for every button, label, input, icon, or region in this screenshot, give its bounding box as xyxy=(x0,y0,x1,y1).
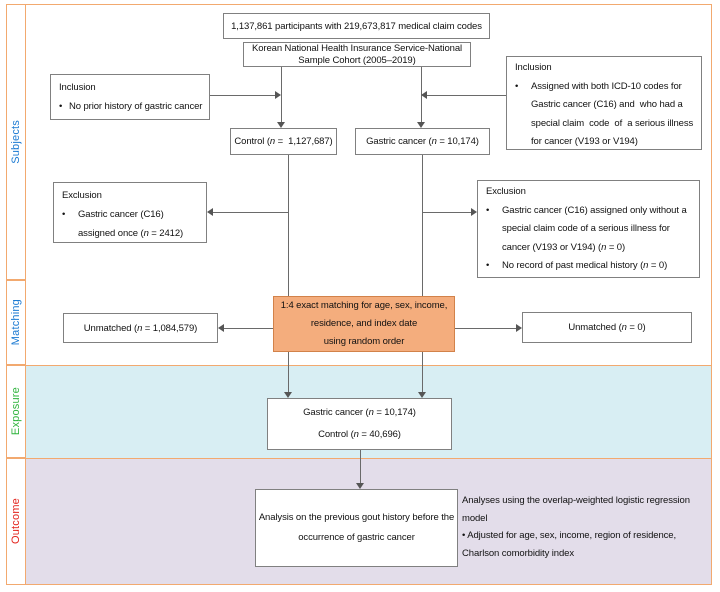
connector-cohort-to-control xyxy=(281,67,282,123)
rail-label-outcome: Outcome xyxy=(10,498,22,545)
rail-cell-subjects: Subjects xyxy=(6,4,26,280)
inclusion-control-title: Inclusion xyxy=(59,82,96,93)
unmatched-control-text: Unmatched (n = 1,084,579) xyxy=(83,322,198,334)
bullet-icon: • xyxy=(62,209,66,220)
box-participants: 1,137,861 participants with 219,673,817 … xyxy=(223,13,490,39)
rail-label-subjects: Subjects xyxy=(10,120,22,164)
box-control: Control (n = 1,127,687) xyxy=(230,128,337,155)
arrowhead-into-outcome xyxy=(356,483,364,489)
rail-cell-matching: Matching xyxy=(6,280,26,365)
arrowhead-gastric-into-matched xyxy=(418,392,426,398)
connector-unmatched-left xyxy=(223,328,273,329)
outcome-note-line-4: Charlson comorbidity index xyxy=(462,547,574,559)
box-exclusion-control: Exclusion • Gastric cancer (C16) assigne… xyxy=(53,182,207,243)
outcome-note-line-3: • Adjusted for age, sex, income, region … xyxy=(462,530,677,541)
box-inclusion-control: Inclusion • No prior history of gastric … xyxy=(50,74,210,120)
matching-line-1: 1:4 exact matching for age, sex, income, xyxy=(280,300,448,311)
exclusion-case-bullet-1: Gastric cancer (C16) assigned only witho… xyxy=(502,204,690,253)
arrowhead-unmatched-left xyxy=(218,324,224,332)
box-outcome-analysis: Analysis on the previous gout history be… xyxy=(255,489,458,567)
matched-gastric-text: Gastric cancer (n = 10,174) xyxy=(303,407,416,418)
gastric-text: Gastric cancer (n = 10,174) xyxy=(366,136,479,147)
box-exclusion-case: Exclusion • Gastric cancer (C16) assigne… xyxy=(477,180,700,278)
arrowhead-unmatched-right xyxy=(516,324,522,332)
rail-cell-exposure: Exposure xyxy=(6,365,26,458)
exclusion-control-title: Exclusion xyxy=(62,190,102,201)
note-outcome-methods: Analyses using the overlap-weighted logi… xyxy=(462,492,714,562)
exclusion-case-bullet-2: No record of past medical history (n = 0… xyxy=(502,260,668,271)
unmatched-case-text: Unmatched (n = 0) xyxy=(568,322,646,333)
connector-unmatched-right xyxy=(455,328,517,329)
bullet-icon: • xyxy=(515,80,519,92)
matched-control-text: Control (n = 40,696) xyxy=(318,429,401,440)
arrowhead-inclusion-right xyxy=(421,91,427,99)
matching-line-2: residence, and index date xyxy=(310,318,418,329)
outcome-note-line-1: Analyses using the overlap-weighted logi… xyxy=(462,495,690,506)
inclusion-control-bullet: No prior history of gastric cancer xyxy=(69,101,203,112)
arrowhead-exclusion-left xyxy=(207,208,213,216)
outcome-line-2: occurrence of gastric cancer xyxy=(298,532,415,543)
cohort-line-1: Korean National Health Insurance Service… xyxy=(251,43,463,54)
arrowhead-inclusion-left xyxy=(275,91,281,99)
control-text: Control (n = 1,127,687) xyxy=(234,136,333,147)
matching-line-3: using random order xyxy=(323,336,405,347)
connector-inclusion-right xyxy=(426,95,506,96)
rail-label-matching: Matching xyxy=(10,299,22,346)
participants-text: 1,137,861 participants with 219,673,817 … xyxy=(231,20,482,32)
box-matching: 1:4 exact matching for age, sex, income,… xyxy=(273,296,455,352)
bullet-icon: • xyxy=(486,260,490,271)
connector-control-to-matched xyxy=(288,155,289,393)
box-matched-cohort: Gastric cancer (n = 10,174) Control (n =… xyxy=(267,398,452,450)
box-cohort: Korean National Health Insurance Service… xyxy=(243,42,471,67)
box-gastric-cancer: Gastric cancer (n = 10,174) xyxy=(355,128,490,155)
outcome-line-1: Analysis on the previous gout history be… xyxy=(258,512,455,523)
arrowhead-into-control xyxy=(277,122,285,128)
rail-cell-outcome: Outcome xyxy=(6,458,26,585)
cohort-line-2: Sample Cohort (2005–2019) xyxy=(298,54,416,66)
bullet-icon: • xyxy=(59,101,63,112)
outcome-note-line-2: model xyxy=(462,512,488,524)
bullet-icon: • xyxy=(486,204,490,216)
exclusion-control-bullet: Gastric cancer (C16) assigned once (n = … xyxy=(78,209,184,239)
connector-gastric-to-matched xyxy=(422,155,423,393)
box-unmatched-case: Unmatched (n = 0) xyxy=(522,312,692,343)
arrowhead-control-into-matched xyxy=(284,392,292,398)
exclusion-case-title: Exclusion xyxy=(486,186,526,197)
arrowhead-exclusion-right xyxy=(471,208,477,216)
box-unmatched-control: Unmatched (n = 1,084,579) xyxy=(63,313,218,343)
connector-matched-to-outcome xyxy=(360,450,361,484)
inclusion-case-bullet: Assigned with both ICD-10 codes for Gast… xyxy=(531,80,696,148)
rail-label-exposure: Exposure xyxy=(10,387,22,436)
connector-exclusion-left xyxy=(212,212,288,213)
connector-exclusion-right xyxy=(422,212,472,213)
inclusion-case-title: Inclusion xyxy=(515,62,552,73)
arrowhead-into-gastric xyxy=(417,122,425,128)
connector-inclusion-left xyxy=(210,95,276,96)
box-inclusion-case: Inclusion • Assigned with both ICD-10 co… xyxy=(506,56,702,150)
